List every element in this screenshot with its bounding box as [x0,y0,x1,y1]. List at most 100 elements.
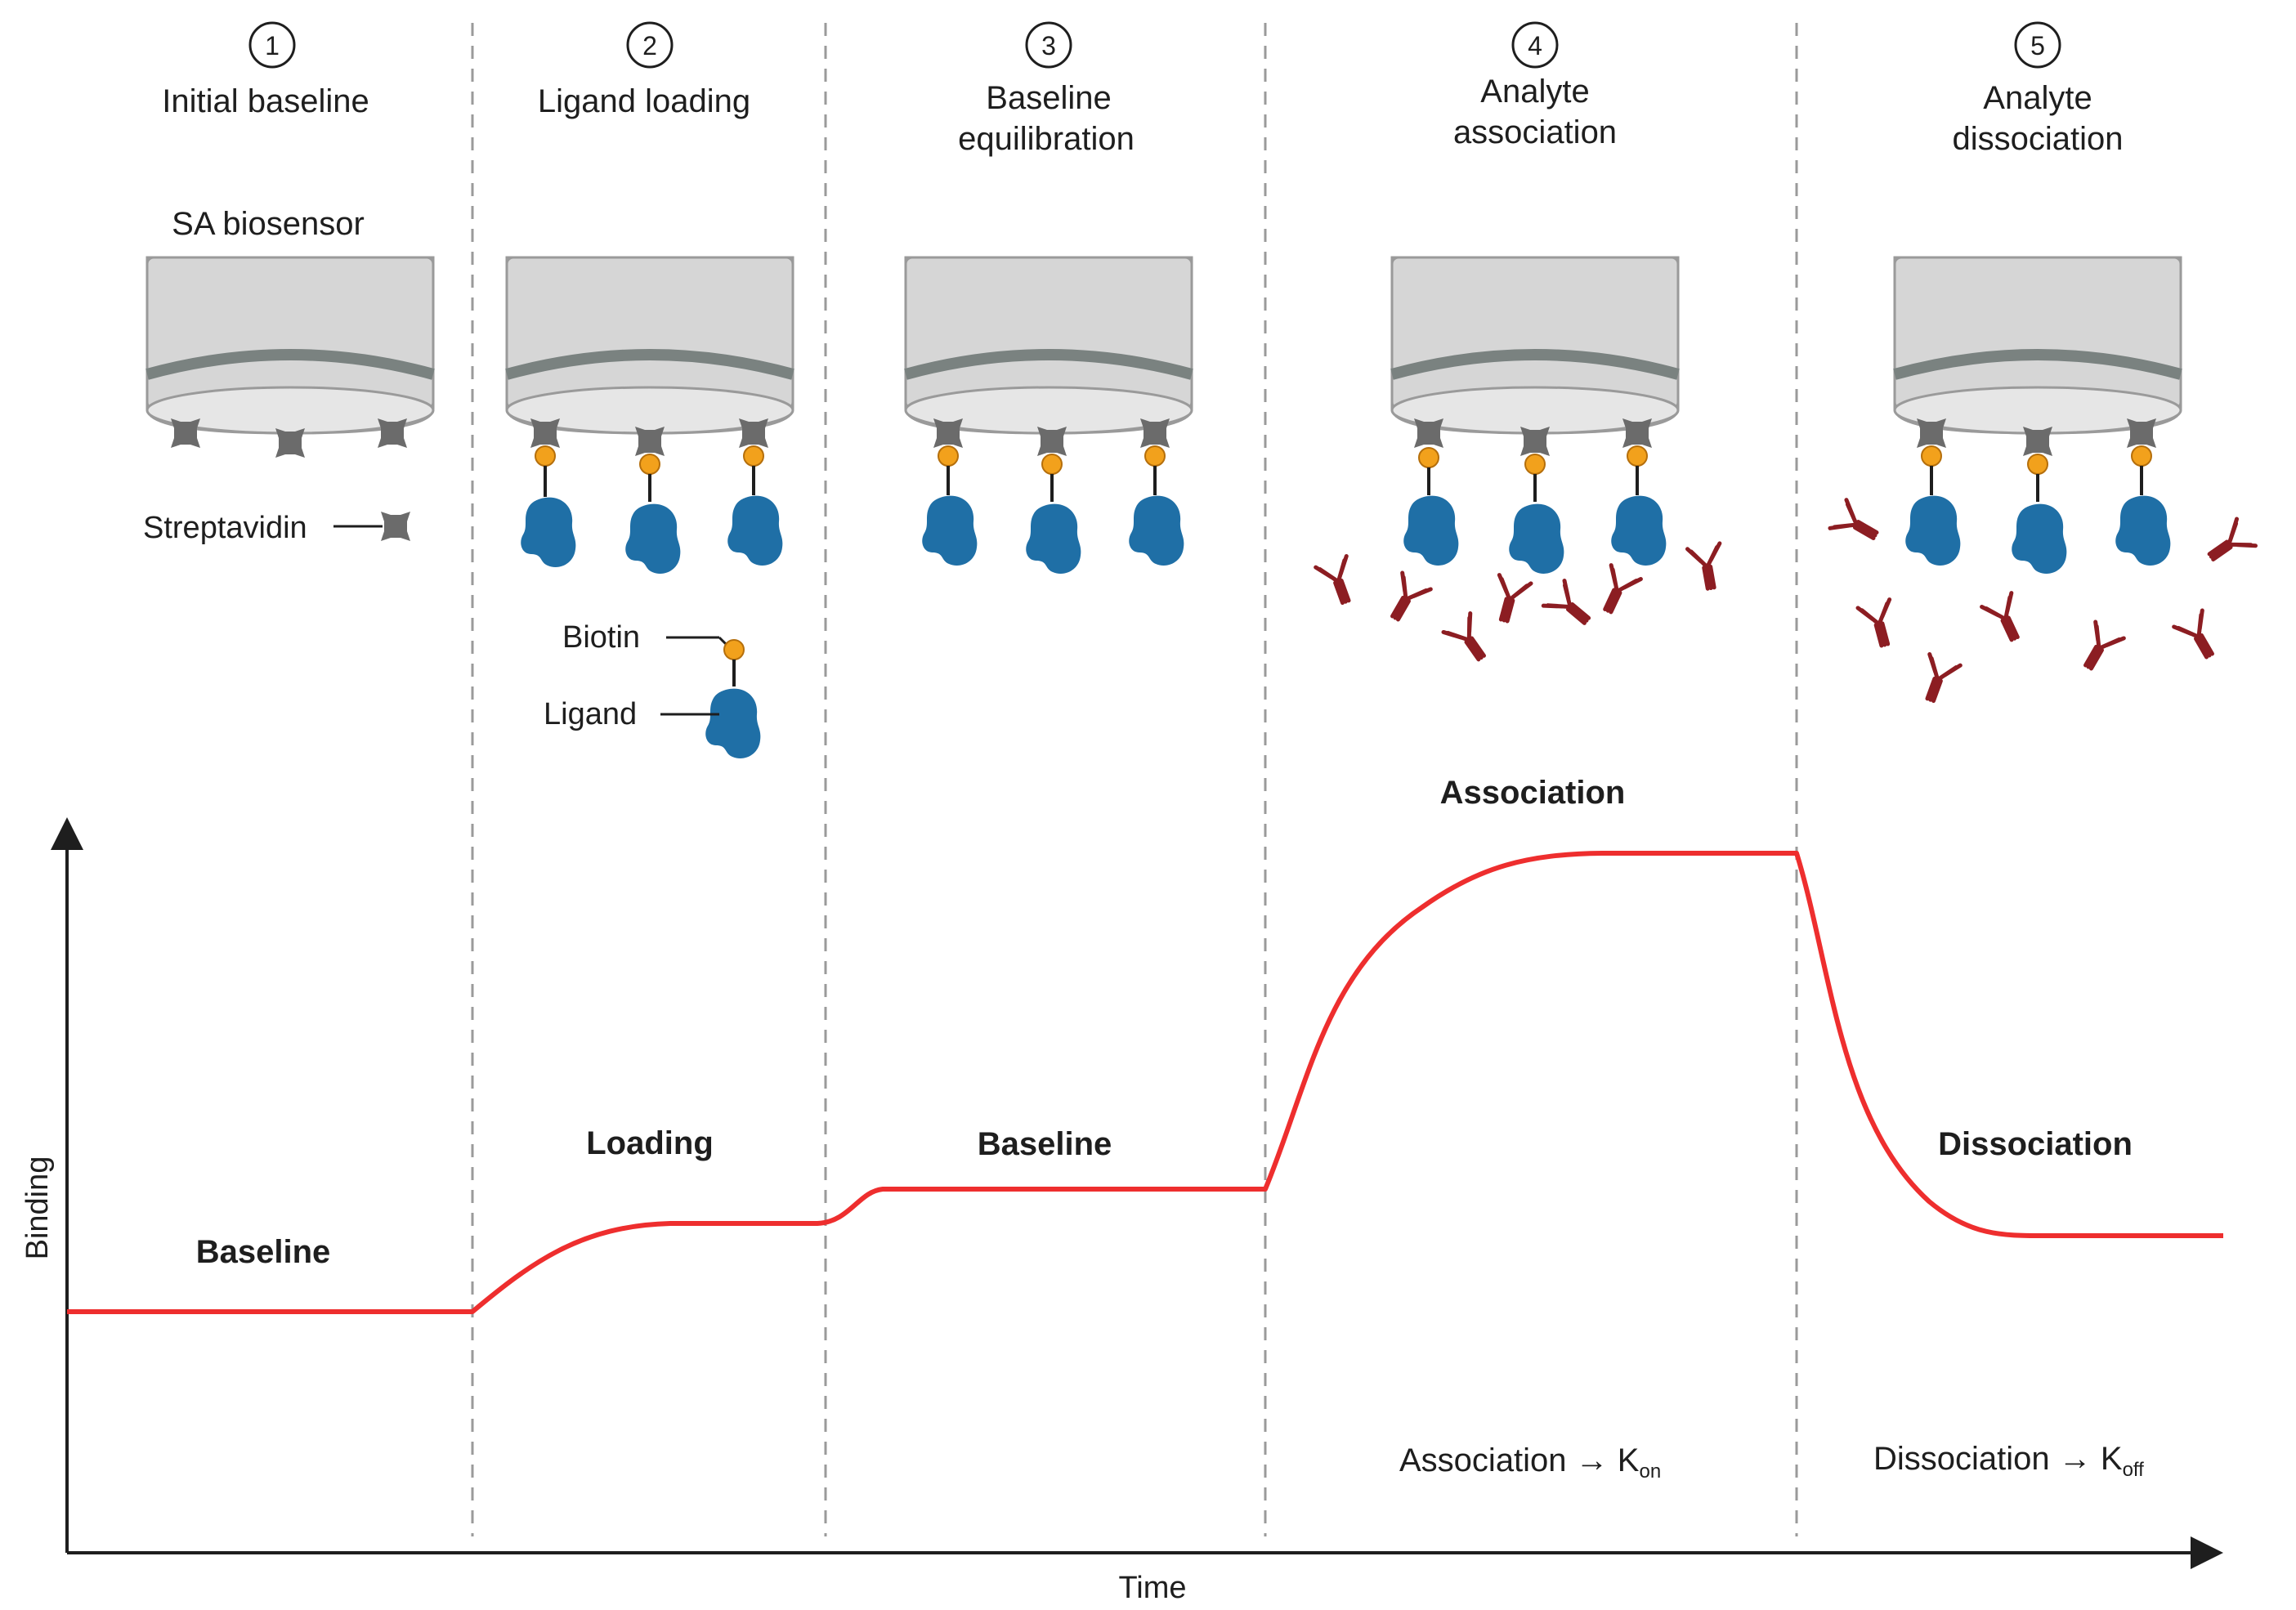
biotin-icon [535,445,556,467]
streptavidin-icon [1037,427,1067,456]
biotin-icon [1921,445,1942,467]
antibody-icon [1543,581,1597,633]
phase-label-baseline-1: Baseline [196,1234,331,1270]
sa-biosensor [507,257,793,433]
phase-label-association: Association [1440,775,1626,811]
phase-separators [471,23,1798,1536]
step-title-line1: Baseline [986,80,1111,116]
sa-biosensor [906,257,1192,433]
ligand-column-2 [625,427,681,574]
stage-1-illustration: SA biosensor Streptavidin [143,206,433,545]
streptavidin-label: Streptavidin [143,511,307,545]
antibody-icon [1858,600,1900,650]
streptavidin-icon [378,418,407,448]
step-title-line1: Analyte [1983,80,2092,116]
step-title: Ligand loading [538,83,750,119]
ligand-legend-icon [705,688,761,758]
antibody-icon [1830,500,1883,550]
antibody-icon [1488,575,1531,625]
kon-subscript: on [1639,1460,1661,1483]
ligand-icon [625,503,681,574]
step-number-circle [626,21,674,69]
sa-biosensor [1392,257,1678,433]
ligand-icon [727,495,783,566]
y-axis-label: Binding [20,1156,55,1260]
biotin-icon [1041,454,1063,475]
streptavidin-icon [275,428,305,458]
biotin-icon [2027,454,2048,475]
antibody-icon [2202,519,2256,570]
ligand-label: Ligand [544,697,637,731]
sa-biosensor [1895,257,2181,433]
kon-prefix: Association → K [1399,1442,1640,1478]
step-title-line2: dissociation [1952,121,2123,157]
biotin-label: Biotin [562,620,640,655]
streptavidin-icon [1917,418,1946,448]
analyte-antibodies [1316,543,1727,667]
biotin-icon [639,454,660,475]
axes: Binding Time [20,817,2223,1605]
biotin-icon [2131,445,2152,467]
streptavidin-icon [2023,427,2052,456]
antibody-icon [1593,566,1640,618]
step-1-header: 1 Initial baseline [162,21,369,119]
step-number: 1 [265,31,280,60]
biotin-legend-icon [723,639,745,660]
phase-label-loading: Loading [586,1125,714,1161]
ligand-column-1 [521,418,576,567]
koff-label: Dissociation → Koff [1873,1441,2144,1481]
step-number: 3 [1041,31,1056,60]
koff-prefix: Dissociation → K [1873,1441,2123,1477]
streptavidin-legend-icon [381,512,410,541]
biotin-icon [1524,454,1546,475]
step-5-header: 5 Analyte dissociation [1952,21,2124,157]
streptavidin-icon [739,418,768,448]
sensor-label: SA biosensor [172,206,365,242]
stage-4-illustration [1316,257,1727,667]
antibody-icon [1982,593,2030,646]
step-4-header: 4 Analyte association [1453,21,1617,150]
antibody-icon [1915,654,1960,705]
ligand-icon [1403,495,1459,566]
step-number-circle [248,21,296,69]
streptavidin-icon [1520,427,1550,456]
phase-label-baseline-2: Baseline [978,1126,1112,1162]
streptavidin-icon [635,427,665,456]
ligand-icon [2115,495,2171,566]
antibody-icon [1687,543,1726,591]
step-2-header: 2 Ligand loading [538,21,750,119]
x-axis-label: Time [1118,1571,1186,1605]
stage-5-illustration [1830,257,2256,705]
step-title: Initial baseline [162,83,369,119]
ligand-icon [2012,503,2067,574]
biotin-icon [743,445,764,467]
step-number-circle [1511,21,1559,69]
streptavidin-icon [2127,418,2156,448]
biotin-icon [1418,447,1439,468]
ligand-icon [521,497,576,567]
step-number-circle [2014,21,2061,69]
stage-2-illustration: Biotin Ligand [507,257,793,758]
streptavidin-icon [171,418,200,448]
streptavidin-icon [933,418,963,448]
ligand-icon [1905,495,1961,566]
biotin-icon [938,445,959,467]
streptavidin-icon [1140,418,1170,448]
antibody-icon [1316,556,1361,607]
ligand-icon [922,495,978,566]
streptavidin-icon [1414,418,1443,448]
step-title-line1: Analyte [1480,74,1589,110]
step-number: 2 [642,31,657,60]
streptavidin-icon [530,418,560,448]
koff-subscript: off [2123,1459,2145,1481]
streptavidin-icon [1622,418,1652,448]
ligand-icon [1026,503,1081,574]
phase-label-dissociation: Dissociation [1938,1126,2133,1162]
binding-curve [67,851,2223,1314]
ligand-icon [1509,503,1564,574]
antibody-icon [1381,573,1431,626]
stage-3-illustration [906,257,1192,574]
step-title-line2: association [1453,114,1617,150]
sa-biosensor [147,257,433,433]
